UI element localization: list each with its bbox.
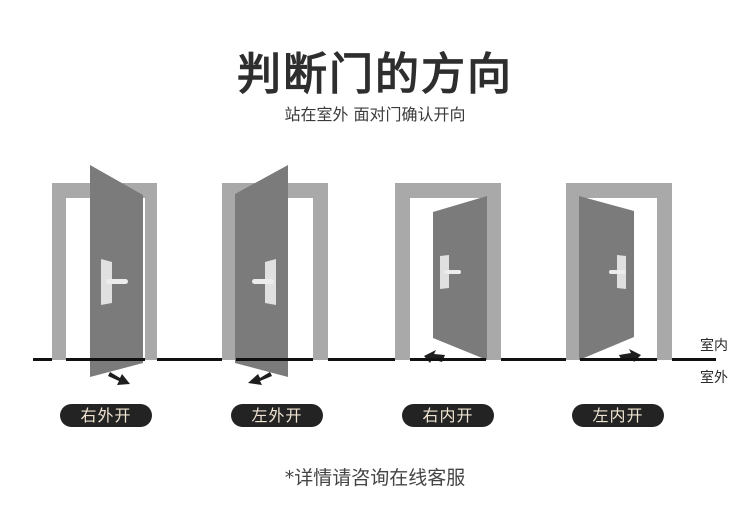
arrow-outward-icon xyxy=(248,372,272,385)
outdoor-label: 室外 xyxy=(700,370,728,386)
door-frame xyxy=(566,183,672,360)
door-frame xyxy=(52,183,157,360)
door-handle-lever xyxy=(609,270,626,274)
door-leaf xyxy=(235,165,288,377)
door-diagram-left-outward xyxy=(222,165,328,385)
door-leaf xyxy=(433,196,487,360)
door-type-badge-left-inward: 左内开 xyxy=(572,404,664,427)
door-handle-lever xyxy=(444,270,461,274)
page-title: 判断门的方向 xyxy=(237,49,513,100)
door-diagram-left-inward xyxy=(566,183,672,362)
page-subtitle: 站在室外 面对门确认开向 xyxy=(284,105,466,124)
door-frame xyxy=(395,183,501,360)
door-frame xyxy=(222,183,328,360)
door-diagram-right-inward xyxy=(395,183,501,363)
door-type-badge-right-inward: 右内开 xyxy=(402,404,494,427)
door-diagram-right-outward xyxy=(52,165,157,385)
door-handle-lever xyxy=(106,279,128,284)
arrow-inward-icon xyxy=(424,350,445,363)
door-type-badge-right-outward: 右外开 xyxy=(60,404,152,427)
arrow-outward-icon xyxy=(108,372,130,385)
footnote: *详情请咨询在线客服 xyxy=(284,467,466,489)
floor-line xyxy=(33,358,716,361)
indoor-label: 室内 xyxy=(700,338,728,354)
door-leaf xyxy=(579,196,634,360)
door-type-badge-left-outward: 左外开 xyxy=(231,404,323,427)
door-handle-lever xyxy=(252,279,274,284)
door-leaf xyxy=(90,165,143,377)
